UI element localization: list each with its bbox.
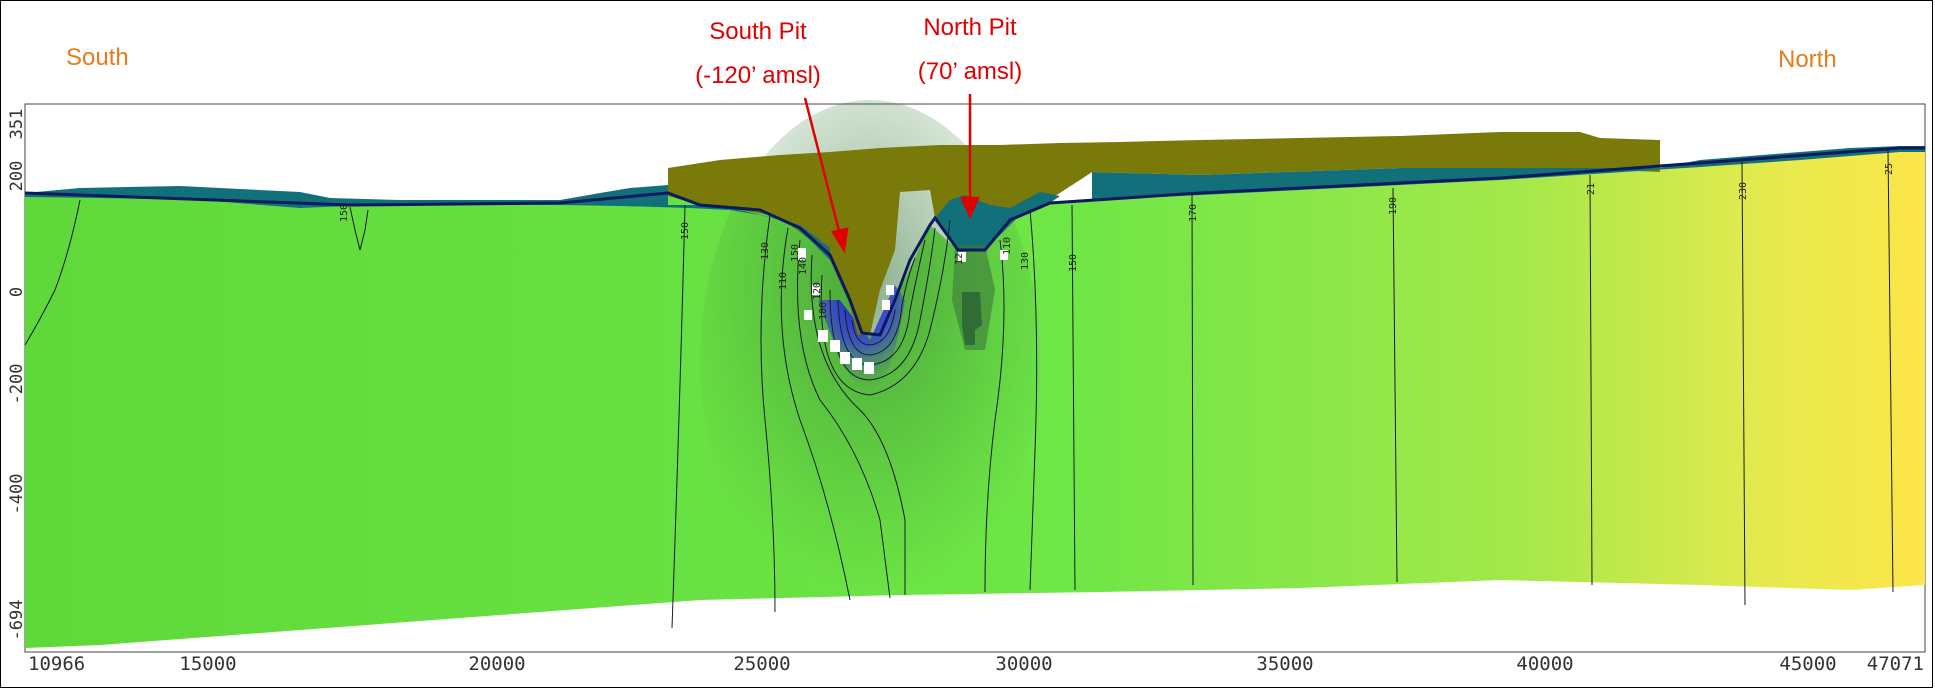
contour-value-labels: 150 150 130 110 150 140 120 100 12 130 1…	[339, 163, 1895, 320]
contour-label: 170	[1188, 204, 1199, 222]
pit-arrows	[803, 94, 980, 254]
contour-label: 110	[778, 272, 789, 290]
contour-label: 120	[812, 282, 823, 300]
contour-label: 190	[1388, 197, 1399, 215]
x-tick-label: 40000	[1516, 653, 1573, 675]
y-tick-label: 200	[7, 161, 27, 192]
contour-label: 130	[760, 242, 771, 260]
y-tick-label: -694	[7, 600, 27, 641]
contour-line	[760, 214, 776, 613]
y-tick-label: -400	[7, 474, 27, 515]
pit-wall-label-block	[958, 252, 966, 262]
north-pit-annotation: North Pit (70’ amsl)	[900, 6, 1040, 94]
contour-line	[1029, 209, 1038, 591]
y-tick-label: 351	[7, 109, 27, 140]
x-tick-label: 35000	[1256, 653, 1313, 675]
contour-label: 21	[1586, 183, 1597, 195]
y-tick-label: 0	[7, 287, 27, 297]
pit-wall-label-block	[804, 310, 812, 320]
pit-wall-label-block	[864, 362, 874, 374]
contour-label: 150	[1068, 254, 1079, 272]
south-pit-arrowhead	[831, 227, 849, 254]
north-pit-arrowhead	[960, 196, 980, 220]
pit-wall-label-block	[882, 300, 890, 310]
contour-line	[984, 239, 1005, 593]
contour-line	[851, 309, 896, 346]
contour-label: 12	[954, 253, 965, 265]
x-axis: 10966 15000 20000 25000 30000 35000 4000…	[28, 653, 1924, 675]
x-tick-label: 25000	[733, 653, 790, 675]
teal-surface-layer	[25, 185, 830, 260]
contour-line	[349, 206, 369, 251]
x-tick-label: 10966	[28, 653, 85, 675]
contour-line	[820, 219, 951, 396]
y-axis: 351 200 0 -200 -400 -694	[7, 109, 27, 641]
south-pit-arrow-shaft	[803, 97, 842, 236]
pit-wall-label-block	[886, 285, 894, 295]
pit-wall-label-block	[1000, 250, 1008, 260]
south-pit-annotation: South Pit (-120’ amsl)	[678, 10, 838, 98]
contour-label: 100	[818, 302, 829, 320]
contour-label: 25	[1884, 163, 1895, 175]
pit-wall-label-block	[830, 340, 840, 352]
contour-label: 110	[1002, 237, 1013, 255]
south-label: South	[66, 44, 129, 71]
x-tick-label: 47071	[1867, 653, 1924, 675]
contour-line	[1191, 194, 1194, 586]
pit-wall-label-block	[840, 352, 850, 364]
north-pit-name: North Pit	[923, 14, 1017, 41]
contour-label: 150	[790, 244, 801, 262]
contour-line	[1887, 149, 1894, 593]
contour-label: 130	[1020, 252, 1031, 270]
south-pit-elevation: (-120’ amsl)	[695, 62, 821, 89]
contour-line	[829, 227, 936, 381]
north-pit-elevation: (70’ amsl)	[917, 58, 1023, 85]
contour-label: 150	[680, 222, 691, 240]
x-tick-label: 30000	[995, 653, 1052, 675]
y-tick-label: -200	[7, 364, 27, 405]
contour-line	[1071, 204, 1076, 591]
ground-surface-line	[24, 146, 1925, 337]
contour-label: 150	[339, 204, 350, 222]
north-label: North	[1778, 46, 1837, 73]
pit-wall-label-block	[818, 330, 828, 342]
contour-line	[1741, 161, 1746, 606]
contour-line	[1392, 187, 1398, 583]
x-tick-label: 20000	[468, 653, 525, 675]
contour-line	[810, 254, 906, 595]
pit-wall-label-block	[812, 285, 820, 295]
south-pit-name: South Pit	[709, 18, 807, 45]
pit-wall-label-block	[798, 248, 806, 260]
contour-line	[1589, 174, 1593, 586]
contour-line	[797, 239, 891, 599]
drawdown-core	[818, 285, 905, 395]
contour-line	[837, 239, 926, 366]
pit-wall-label-block	[852, 358, 862, 370]
contour-label: 230	[1738, 182, 1749, 200]
x-tick-label: 15000	[179, 653, 236, 675]
contour-line	[671, 204, 686, 629]
contour-line	[780, 227, 851, 601]
x-tick-label: 45000	[1779, 653, 1836, 675]
contour-line	[844, 257, 916, 356]
north-pit-shade	[952, 245, 995, 350]
pit-wall-labels	[798, 248, 1008, 374]
contour-label: 140	[798, 257, 809, 275]
overburden-layer	[668, 132, 1660, 335]
contour-line	[24, 199, 81, 346]
contour-lines	[24, 149, 1894, 629]
